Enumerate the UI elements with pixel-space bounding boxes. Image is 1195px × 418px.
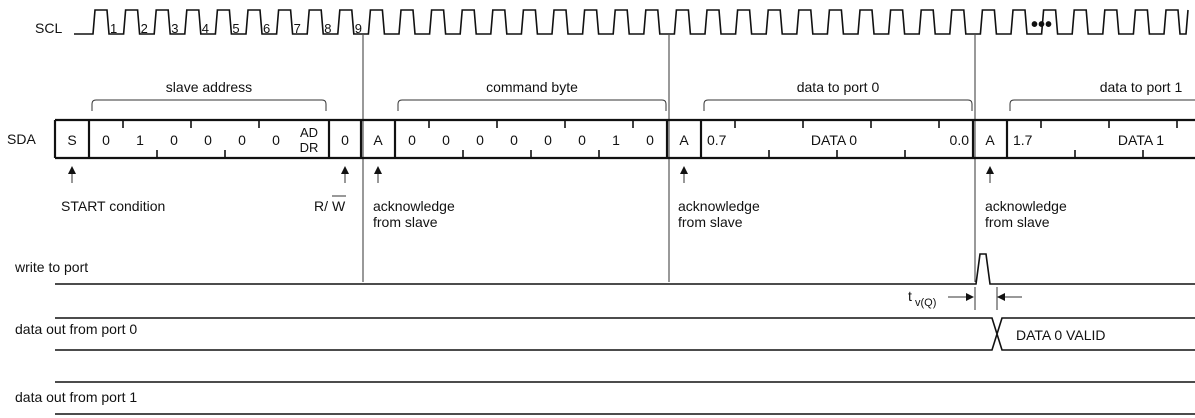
ack1-line2: from slave: [373, 214, 438, 230]
scl-pulse-number: 1: [110, 21, 117, 36]
addr-pin-top: AD: [300, 125, 318, 140]
ack2-line2: from slave: [678, 214, 743, 230]
slave-address-label: slave address: [166, 79, 252, 95]
scl-pulse-number: 3: [171, 21, 178, 36]
field-braces: [91, 99, 1195, 111]
command-bit: 0: [578, 132, 586, 148]
ack1-line1: acknowledge: [373, 198, 455, 214]
rw-bar-label: W: [332, 198, 346, 214]
data-out-port1-label: data out from port 1: [15, 389, 137, 405]
scl-pulse-number: 7: [294, 21, 301, 36]
data-out-port1-waveform: [55, 381, 1195, 415]
tvq-label: t: [908, 288, 912, 304]
brace-data-port1: [1009, 99, 1195, 111]
address-bit: 0: [204, 132, 212, 148]
scl-label: SCL: [35, 20, 62, 36]
rw-label: R/: [314, 198, 328, 214]
command-bits: 0 0 0 0 0 0 1 0: [408, 132, 654, 148]
sda-bit-ticks: [122, 120, 1178, 158]
scl-pulse-number: 9: [355, 21, 362, 36]
data-port1-label: data to port 1: [1100, 79, 1183, 95]
brace-command-byte: [397, 99, 667, 111]
data-out-port0-waveform: [55, 317, 1195, 351]
address-bit: 0: [102, 132, 110, 148]
write-to-port-waveform: [55, 253, 1195, 285]
brace-data-port0: [703, 99, 973, 111]
ack-arrow-1: [374, 166, 382, 183]
tvq-subscript: v(Q): [915, 297, 936, 309]
ack2-line1: acknowledge: [678, 198, 760, 214]
scl-waveform: [74, 9, 1189, 35]
command-bit: 0: [646, 132, 654, 148]
ack-arrow-2: [680, 166, 688, 183]
ack-bit-2: A: [679, 132, 689, 148]
command-bit: 0: [476, 132, 484, 148]
data0-msb: 0.7: [707, 132, 727, 148]
scl-pulse-number: 2: [141, 21, 148, 36]
sda-label: SDA: [7, 131, 36, 147]
event-arrows: [68, 166, 994, 183]
data0-name: DATA 0: [811, 132, 857, 148]
scl-pulse-number: 4: [202, 21, 209, 36]
start-arrow: [68, 166, 76, 183]
scl-pulse-number: 6: [263, 21, 270, 36]
write-to-port-label: write to port: [14, 259, 88, 275]
command-bit: 1: [612, 132, 620, 148]
address-bit: 1: [136, 132, 144, 148]
continuation-dots: •••: [1031, 14, 1052, 36]
scl-pulse-number: 8: [324, 21, 331, 36]
tvq-annotation: t v(Q): [908, 287, 1022, 310]
command-bit: 0: [408, 132, 416, 148]
rw-arrow: [341, 166, 349, 183]
addr-pin-bottom: DR: [300, 140, 319, 155]
data-port0-label: data to port 0: [797, 79, 880, 95]
address-bit: 0: [170, 132, 178, 148]
data1-name: DATA 1: [1118, 132, 1164, 148]
brace-slave-address: [91, 99, 327, 111]
data1-msb: 1.7: [1013, 132, 1033, 148]
command-bit: 0: [442, 132, 450, 148]
ack3-line2: from slave: [985, 214, 1050, 230]
data-out-port0-label: data out from port 0: [15, 321, 137, 337]
ack-bit-1: A: [373, 132, 383, 148]
data0-valid-label: DATA 0 VALID: [1016, 327, 1105, 343]
ack-bit-3: A: [985, 132, 995, 148]
data0-lsb: 0.0: [950, 132, 970, 148]
scl-pulse-numbers: 1 2 3 4 5 6 7 8 9: [110, 21, 362, 36]
command-bit: 0: [544, 132, 552, 148]
ack3-line1: acknowledge: [985, 198, 1067, 214]
rw-bit: 0: [341, 132, 349, 148]
address-bit: 0: [238, 132, 246, 148]
start-bit: S: [67, 132, 76, 148]
command-bit: 0: [510, 132, 518, 148]
address-bits: 0 1 0 0 0 0: [102, 132, 280, 148]
command-byte-label: command byte: [486, 79, 578, 95]
start-condition-label: START condition: [61, 198, 165, 214]
sda-frame: [53, 118, 1195, 160]
ack-arrow-3: [986, 166, 994, 183]
scl-pulse-number: 5: [232, 21, 239, 36]
address-bit: 0: [272, 132, 280, 148]
